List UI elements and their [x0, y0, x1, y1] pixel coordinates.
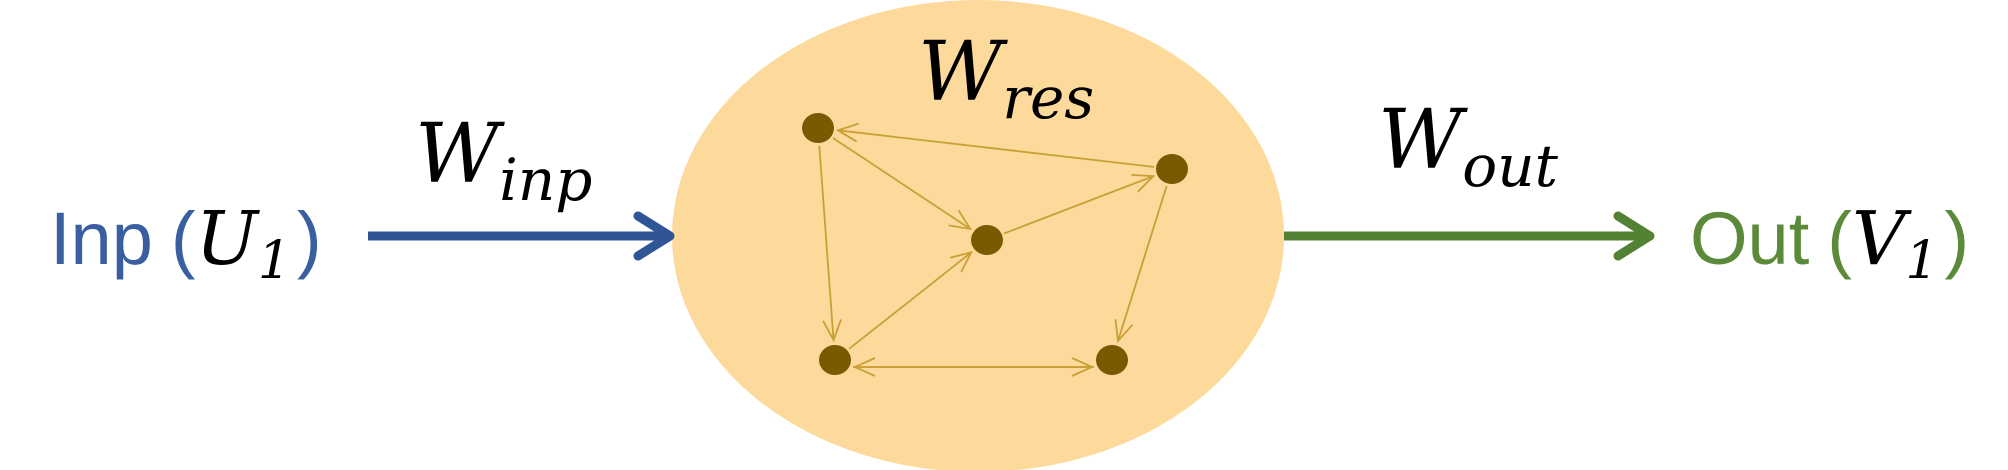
- reservoir-edge-n5-n4: [852, 357, 1094, 377]
- reservoir-edge-n3-n5: [1114, 185, 1168, 344]
- output-arrow: [1284, 211, 1655, 261]
- reservoir-edge-n1-n4: [818, 145, 842, 343]
- reservoir-nodes: [802, 113, 1188, 375]
- reservoir-edge-n3-n1: [835, 122, 1155, 168]
- reservoir-node-n5: [1096, 345, 1128, 375]
- reservoir-node-n1: [802, 113, 834, 143]
- input-label: Inp(U1): [50, 196, 322, 291]
- output-weight-label: Wout: [1378, 93, 1559, 200]
- input-arrow: [368, 211, 675, 261]
- reservoir-edge-n2-n3: [1003, 174, 1156, 235]
- reservoir-node-n2: [971, 225, 1003, 255]
- output-label: Out(V1): [1690, 196, 1969, 291]
- input-weight-label: Winp: [415, 107, 592, 214]
- reservoir-node-n4: [819, 345, 851, 375]
- reservoir-edge-n1-n2: [832, 137, 973, 231]
- reservoir-node-n3: [1156, 154, 1188, 184]
- reservoir-edge-n4-n2: [848, 251, 974, 350]
- reservoir-edges: [818, 122, 1168, 377]
- reservoir-weight-label: Wres: [918, 25, 1094, 132]
